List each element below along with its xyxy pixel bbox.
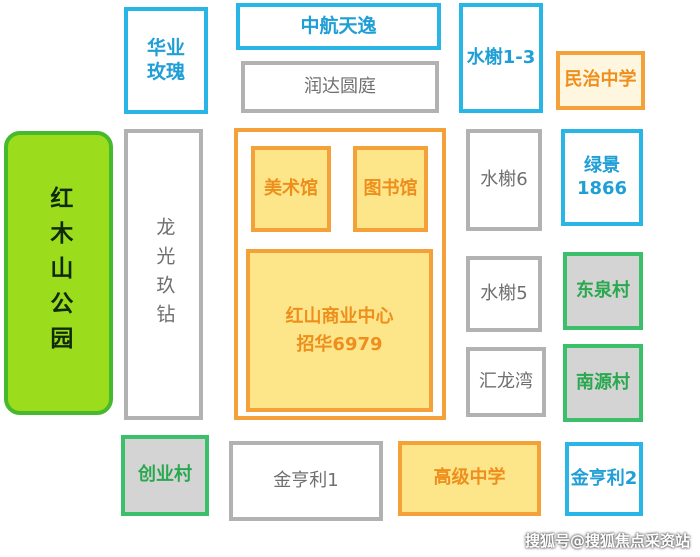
- gaoji-school-label: 高级中学: [433, 467, 506, 489]
- minzhi-school-block[interactable]: 民治中学: [556, 51, 645, 110]
- huilongwan-label: 汇龙湾: [479, 370, 533, 392]
- chuangyecun-label: 创业村: [138, 464, 192, 486]
- runda-yuanting-label: 润达圆庭: [304, 75, 376, 97]
- library-block[interactable]: 图书馆: [353, 146, 428, 232]
- nanyuancun-block[interactable]: 南源村: [563, 344, 643, 422]
- jintingli-2-block[interactable]: 金亨利2: [565, 442, 643, 516]
- longguang-jiuzuan-label: 龙光玖钻: [153, 216, 176, 333]
- art-museum-block[interactable]: 美术馆: [251, 146, 331, 232]
- gaoji-school-block[interactable]: 高级中学: [398, 441, 541, 516]
- shuixie-6-block[interactable]: 水榭6: [466, 129, 542, 231]
- hongshan-center-block[interactable]: 红山商业中心 招华6979: [246, 249, 433, 412]
- shuixie-1-3-block[interactable]: 水榭1-3: [459, 3, 543, 113]
- dongquancun-block[interactable]: 东泉村: [563, 252, 643, 330]
- hongshan-center-label: 红山商业中心 招华6979: [285, 305, 394, 355]
- huaye-meigui-label: 华业 玫瑰: [146, 36, 185, 83]
- huaye-meigui-block[interactable]: 华业 玫瑰: [124, 7, 208, 114]
- watermark-text: 搜狐号@搜狐焦点采资站: [524, 532, 690, 550]
- shuixie-6-label: 水榭6: [480, 168, 528, 190]
- nanyuancun-label: 南源村: [576, 371, 630, 393]
- zhonghang-tianyi-label: 中航天逸: [300, 14, 377, 37]
- lvjing-1866-label: 绿景 1866: [576, 155, 628, 199]
- jintingli-1-label: 金亨利1: [273, 469, 339, 491]
- runda-yuanting-block[interactable]: 润达圆庭: [241, 61, 439, 113]
- lvjing-1866-block[interactable]: 绿景 1866: [561, 129, 643, 226]
- library-label: 图书馆: [363, 177, 418, 199]
- huilongwan-block[interactable]: 汇龙湾: [466, 347, 546, 417]
- hongmushan-park-block[interactable]: 红木山公园: [4, 131, 113, 415]
- chuangyecun-block[interactable]: 创业村: [121, 435, 209, 516]
- jintingli-1-block[interactable]: 金亨利1: [229, 441, 383, 521]
- park-label: 红木山公园: [45, 185, 72, 361]
- longguang-jiuzuan-block[interactable]: 龙光玖钻: [124, 129, 203, 420]
- art-museum-label: 美术馆: [264, 177, 318, 199]
- shuixie-5-label: 水榭5: [480, 282, 528, 304]
- minzhi-school-label: 民治中学: [564, 69, 637, 91]
- jintingli-2-label: 金亨利2: [570, 467, 638, 489]
- dongquancun-label: 东泉村: [576, 279, 630, 301]
- shuixie-5-block[interactable]: 水榭5: [466, 256, 542, 332]
- zhonghang-tianyi-block[interactable]: 中航天逸: [236, 3, 441, 50]
- shuixie-1-3-label: 水榭1-3: [466, 46, 536, 68]
